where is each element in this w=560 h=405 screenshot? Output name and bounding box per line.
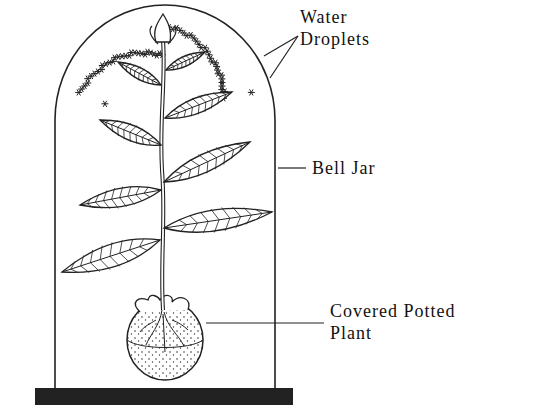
part-label: Bell Jar bbox=[312, 157, 432, 179]
part-label: Water Droplets bbox=[300, 6, 410, 50]
plant bbox=[62, 14, 272, 310]
covered-pot bbox=[127, 295, 203, 380]
part-label: Covered Potted Plant bbox=[330, 300, 480, 344]
leader-lines bbox=[206, 36, 324, 323]
bell-jar-outline bbox=[55, 5, 275, 389]
base-plate bbox=[35, 388, 293, 405]
